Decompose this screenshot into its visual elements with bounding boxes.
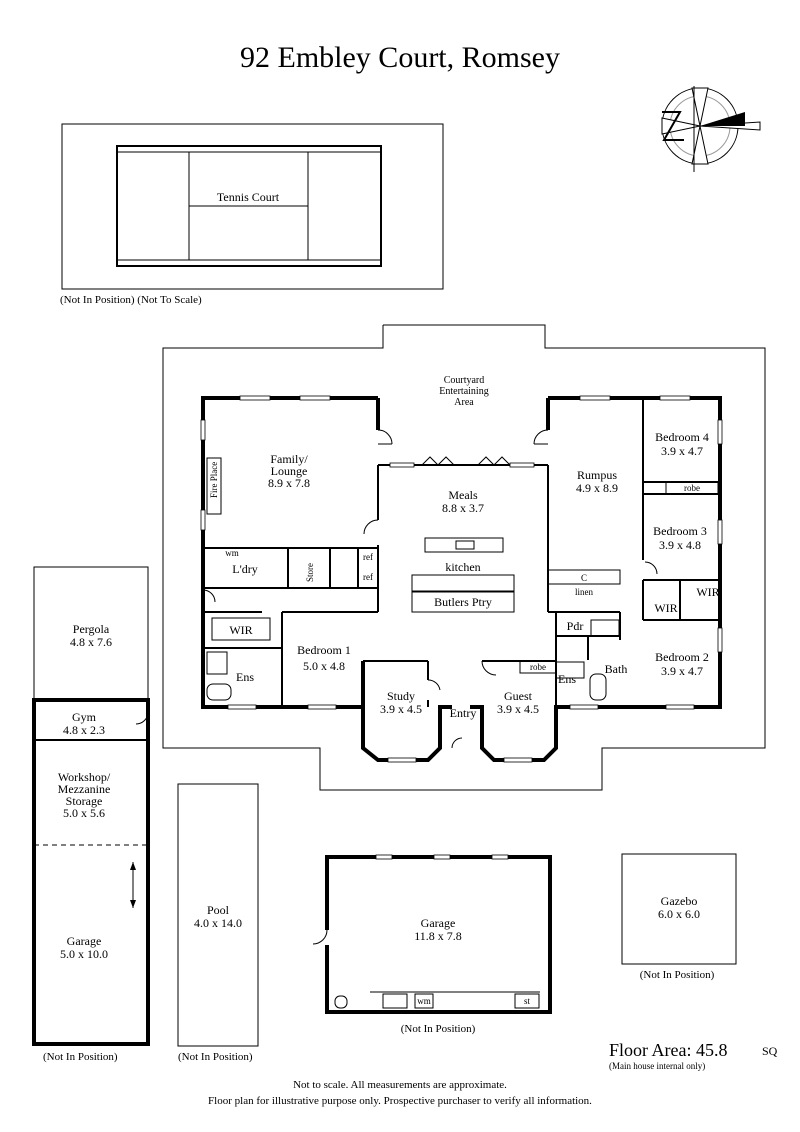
garage-small-name: Garage bbox=[67, 934, 102, 948]
powder-label: Pdr bbox=[567, 619, 584, 633]
main-garage: wm st Garage 11.8 x 7.8 bbox=[312, 854, 552, 1014]
floor-area-label: Floor Area: 45.8 bbox=[609, 1040, 728, 1060]
laundry-wm-label: wm bbox=[225, 548, 239, 558]
butlers-pantry-label: Butlers Ptry bbox=[434, 595, 492, 609]
laundry-label: L'dry bbox=[232, 562, 258, 576]
workshop-dim: 5.0 x 5.6 bbox=[63, 806, 105, 820]
workshop-name-2: Mezzanine bbox=[58, 782, 111, 796]
garage-st-label: st bbox=[524, 996, 531, 1006]
bedroom3-name: Bedroom 3 bbox=[653, 524, 707, 538]
disclaimer-line-1: Not to scale. All measurements are appro… bbox=[293, 1079, 507, 1091]
family-lounge-name-1: Family/ bbox=[270, 452, 308, 466]
bedroom2-name: Bedroom 2 bbox=[655, 650, 709, 664]
disclaimer-line-2: Floor plan for illustrative purpose only… bbox=[208, 1095, 592, 1107]
wir-label-2: WIR bbox=[654, 601, 677, 615]
pergola-name: Pergola bbox=[73, 622, 110, 636]
workshop-name-3: Storage bbox=[66, 794, 103, 808]
courtyard-label-1: Courtyard bbox=[444, 375, 485, 386]
pergola-dim: 4.8 x 7.6 bbox=[70, 635, 112, 649]
entry-label: Entry bbox=[450, 706, 477, 720]
family-lounge-name-2: Lounge bbox=[271, 464, 308, 478]
pool-dim: 4.0 x 14.0 bbox=[194, 916, 242, 930]
gym-name: Gym bbox=[72, 710, 97, 724]
family-lounge-dim: 8.9 x 7.8 bbox=[268, 476, 310, 490]
bath-label: Bath bbox=[605, 662, 628, 676]
left-outbuilding-note: (Not In Position) bbox=[43, 1051, 118, 1063]
gazebo-dim: 6.0 x 6.0 bbox=[658, 907, 700, 921]
lot-boundary bbox=[162, 324, 766, 791]
workshop-name-1: Workshop/ bbox=[58, 770, 111, 784]
page-title: 92 Embley Court, Romsey bbox=[240, 41, 560, 74]
wir-label-1: WIR bbox=[229, 623, 252, 637]
garage-small-dim: 5.0 x 10.0 bbox=[60, 947, 108, 961]
ref-label-1: ref bbox=[363, 552, 373, 562]
tennis-note: (Not In Position) (Not To Scale) bbox=[60, 294, 202, 306]
kitchen-label: kitchen bbox=[445, 560, 480, 574]
gazebo-name: Gazebo bbox=[661, 894, 698, 908]
wir-label-3: WIR bbox=[696, 585, 719, 599]
rumpus-name: Rumpus bbox=[577, 468, 617, 482]
guest-name: Guest bbox=[504, 689, 533, 703]
pool-note: (Not In Position) bbox=[178, 1051, 253, 1063]
ref-label-2: ref bbox=[363, 572, 373, 582]
tennis-court: Tennis Court bbox=[61, 123, 444, 290]
fixtures bbox=[206, 457, 719, 701]
guest-dim: 3.9 x 4.5 bbox=[497, 702, 539, 716]
left-outbuilding: Pergola 4.8 x 7.6 Gym 4.8 x 2.3 Workshop… bbox=[32, 566, 150, 1046]
gazebo: Gazebo 6.0 x 6.0 bbox=[621, 853, 737, 965]
garage-wm-label: wm bbox=[417, 996, 431, 1006]
tennis-court-label: Tennis Court bbox=[217, 190, 280, 204]
meals-name: Meals bbox=[448, 488, 478, 502]
meals-dim: 8.8 x 3.7 bbox=[442, 501, 484, 515]
garage-big-name: Garage bbox=[421, 916, 456, 930]
gazebo-note: (Not In Position) bbox=[640, 969, 715, 981]
pool-name: Pool bbox=[207, 903, 230, 917]
bedroom4-name: Bedroom 4 bbox=[655, 430, 709, 444]
garage-note: (Not In Position) bbox=[401, 1023, 476, 1035]
fireplace-label: Fire Place bbox=[209, 462, 219, 498]
gym-dim: 4.8 x 2.3 bbox=[63, 723, 105, 737]
bedroom1-dim: 5.0 x 4.8 bbox=[303, 659, 345, 673]
rumpus-dim: 4.9 x 8.9 bbox=[576, 481, 618, 495]
courtyard-label-2: Entertaining bbox=[439, 386, 488, 397]
room-labels: Courtyard Entertaining Area Family/ Loun… bbox=[209, 375, 720, 720]
cupboard-label: C bbox=[581, 573, 587, 583]
courtyard-label-3: Area bbox=[454, 397, 474, 408]
bedroom4-robe-label: robe bbox=[684, 483, 700, 493]
north-arrow-compass-icon bbox=[661, 86, 761, 172]
doors bbox=[202, 429, 658, 749]
garage-big-dim: 11.8 x 7.8 bbox=[414, 929, 462, 943]
bedroom2-dim: 3.9 x 4.7 bbox=[661, 664, 703, 678]
ensuite-label-2: Ens bbox=[558, 672, 576, 686]
store-label: Store bbox=[305, 563, 315, 582]
floor-area-unit: SQ bbox=[762, 1044, 778, 1058]
study-name: Study bbox=[387, 689, 415, 703]
bedroom4-dim: 3.9 x 4.7 bbox=[661, 444, 703, 458]
guest-robe-label: robe bbox=[530, 662, 546, 672]
windows bbox=[200, 395, 723, 763]
ensuite-label-1: Ens bbox=[236, 670, 254, 684]
bedroom3-dim: 3.9 x 4.8 bbox=[659, 538, 701, 552]
study-dim: 3.9 x 4.5 bbox=[380, 702, 422, 716]
linen-label: linen bbox=[575, 587, 593, 597]
floor-area-sub: (Main house internal only) bbox=[609, 1061, 705, 1071]
bedroom1-name: Bedroom 1 bbox=[297, 643, 351, 657]
pool: Pool 4.0 x 14.0 bbox=[177, 783, 259, 1047]
